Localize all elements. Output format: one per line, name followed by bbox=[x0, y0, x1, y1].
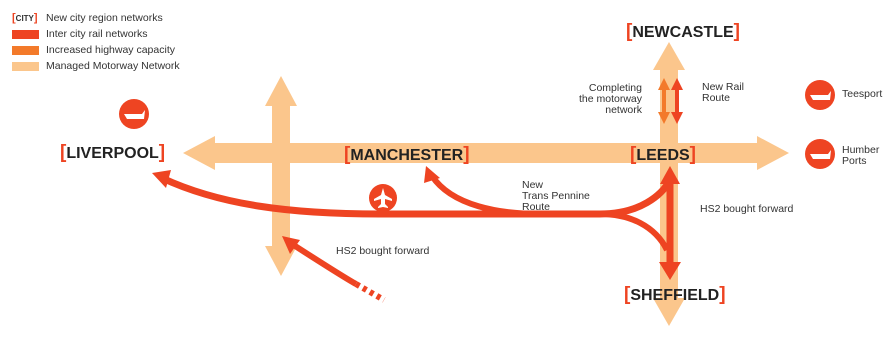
ship-icon bbox=[805, 80, 835, 110]
ship-icon bbox=[805, 139, 835, 169]
city-label-sheffield: [SHEFFIELD] bbox=[624, 284, 726, 305]
legend: [CITY] New city region networks Inter ci… bbox=[12, 10, 180, 74]
airplane-icon bbox=[369, 184, 397, 212]
city-name: LIVERPOOL bbox=[66, 145, 159, 162]
legend-swatch-rail bbox=[12, 29, 39, 39]
legend-swatch-motorway bbox=[12, 61, 39, 71]
note-line: Trans Pennine bbox=[522, 190, 590, 202]
arrowhead-manchester bbox=[424, 166, 440, 183]
rail-arrowheads bbox=[152, 166, 681, 280]
note-line: Route bbox=[702, 92, 731, 104]
rail-liverpool-leeds bbox=[160, 174, 674, 218]
note-new-rail-route: New Rail Route bbox=[702, 82, 744, 104]
ship-icon bbox=[119, 99, 149, 129]
legend-label: Managed Motorway Network bbox=[46, 60, 180, 72]
note-completing-motorway: Completing the motorway network bbox=[560, 83, 642, 116]
rail-hs2-west bbox=[290, 241, 358, 287]
rail-hs2-sheffield-branch bbox=[599, 211, 670, 252]
note-line: Humber bbox=[842, 144, 880, 156]
port-label-teesport: Teesport bbox=[842, 88, 883, 100]
legend-item-motorway: Managed Motorway Network bbox=[12, 58, 180, 74]
note-hs2-east: HS2 bought forward bbox=[700, 203, 794, 215]
arrowhead-leeds bbox=[660, 166, 680, 184]
arrowhead-liverpool bbox=[152, 170, 171, 188]
city-label-newcastle: [NEWCASTLE] bbox=[626, 21, 740, 42]
city-label-manchester: [MANCHESTER] bbox=[344, 144, 470, 165]
legend-label: Inter city rail networks bbox=[46, 28, 148, 40]
legend-swatch-highway bbox=[12, 45, 39, 55]
note-line: New Rail bbox=[702, 81, 745, 93]
note-trans-pennine-route: New Trans Pennine Route bbox=[522, 180, 590, 213]
arrowhead-hs2-west bbox=[282, 236, 300, 254]
note-line: New bbox=[522, 179, 544, 191]
legend-label: Increased highway capacity bbox=[46, 44, 175, 56]
legend-city-sample: CITY bbox=[15, 13, 34, 23]
rail-network bbox=[160, 174, 674, 303]
rail-manchester-leeds bbox=[429, 174, 541, 217]
legend-item-rail: Inter city rail networks bbox=[12, 26, 180, 42]
motorway-network bbox=[183, 42, 789, 326]
city-name: NEWCASTLE bbox=[632, 24, 734, 41]
city-label-leeds: [LEEDS] bbox=[630, 144, 696, 165]
city-label-liverpool: [LIVERPOOL] bbox=[60, 142, 166, 163]
note-hs2-west: HS2 bought forward bbox=[336, 245, 430, 257]
rail-hs2-west-dashes bbox=[354, 281, 386, 303]
arrowhead-sheffield bbox=[659, 262, 681, 280]
motorway-west-north-south bbox=[265, 76, 297, 276]
note-line: Ports bbox=[842, 155, 867, 167]
legend-item-highway: Increased highway capacity bbox=[12, 42, 180, 58]
note-line: Route bbox=[522, 201, 551, 213]
legend-item-city: [CITY] New city region networks bbox=[12, 10, 180, 26]
note-line: the motorway bbox=[578, 93, 642, 105]
note-line: Completing bbox=[588, 82, 642, 94]
port-label-humber: Humber Ports bbox=[842, 145, 879, 167]
legend-label: New city region networks bbox=[46, 12, 163, 24]
note-line: network bbox=[605, 104, 642, 116]
legend-city-marker: [CITY] bbox=[12, 12, 38, 24]
city-name: MANCHESTER bbox=[350, 147, 464, 164]
highway-capacity-arrow bbox=[658, 78, 670, 124]
motorway-east-west bbox=[183, 136, 789, 170]
new-rail-route-arrow bbox=[671, 78, 683, 124]
city-name: LEEDS bbox=[636, 147, 690, 164]
city-name: SHEFFIELD bbox=[630, 287, 720, 304]
